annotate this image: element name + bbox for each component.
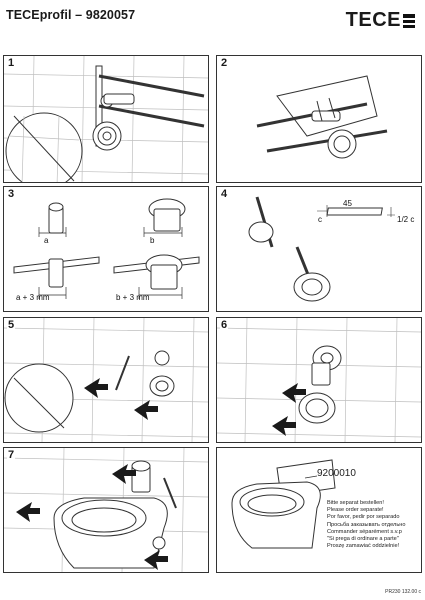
step-7-illustration [4,448,208,572]
thickness-label: c [318,215,322,224]
dimension-label-a: a [44,236,49,245]
order-note-line: Просьба заказывать отдельно [327,521,406,528]
step-number: 5 [7,319,16,331]
step-3-illustration [13,198,200,299]
step-5-illustration [4,318,208,442]
product-code: 9200010 [317,468,356,479]
step-number: 2 [220,57,229,69]
step-panel-7: 7 [3,447,209,573]
brand-logo: TECE [346,9,415,32]
step-panel-5: 5 [3,317,209,443]
brand-mark-icon [403,13,415,29]
order-note-line: Commander séparément s.v.p [327,528,402,535]
step-4-illustration [248,196,395,302]
dimension-label-b-plus: b + 3 mm [116,293,150,302]
half-thickness-label: 1/2 c [397,215,415,224]
step-1-illustration [4,56,208,182]
brand-name: TECE [345,9,401,31]
step-number: 4 [220,188,229,200]
step-number: 1 [7,57,16,69]
accessory-illustration [231,459,336,549]
order-note: Bitte separat bestellen! Please order se… [327,500,405,550]
step-2-illustration [256,75,388,159]
step-panel-3: 3 a b a + 3 mm b + 3 mm [3,186,209,312]
step-number: 3 [7,188,16,200]
step-6-illustration [217,318,421,442]
dimension-label-a-plus: a + 3 mm [16,293,50,302]
angle-label: 45 [343,199,352,208]
step-panel-4: 4 45 c 1/2 c [216,186,422,312]
step-number: 7 [7,449,16,461]
step-number: 6 [220,319,229,331]
order-note-line: Please order separate! [327,507,384,514]
document-code: PR230 132.00 c [385,589,421,595]
order-note-line: Bitte separat bestellen! [327,500,384,506]
step-panel-6: 6 [216,317,422,443]
doc-title: TECEprofil – 9820057 [6,8,136,22]
step-panel-8: 9200010 Bitte separat bestellen! Please … [216,447,422,573]
order-note-line: Por favor, pedir por separado [327,514,400,521]
step-panel-1: 1 [3,55,209,183]
step-panel-2: 2 [216,55,422,183]
dimension-label-b: b [150,236,155,245]
order-note-line: Proszę zamawiać oddzielnie! [327,543,400,550]
order-note-line: "Si prega di ordinare a parte" [327,536,399,543]
